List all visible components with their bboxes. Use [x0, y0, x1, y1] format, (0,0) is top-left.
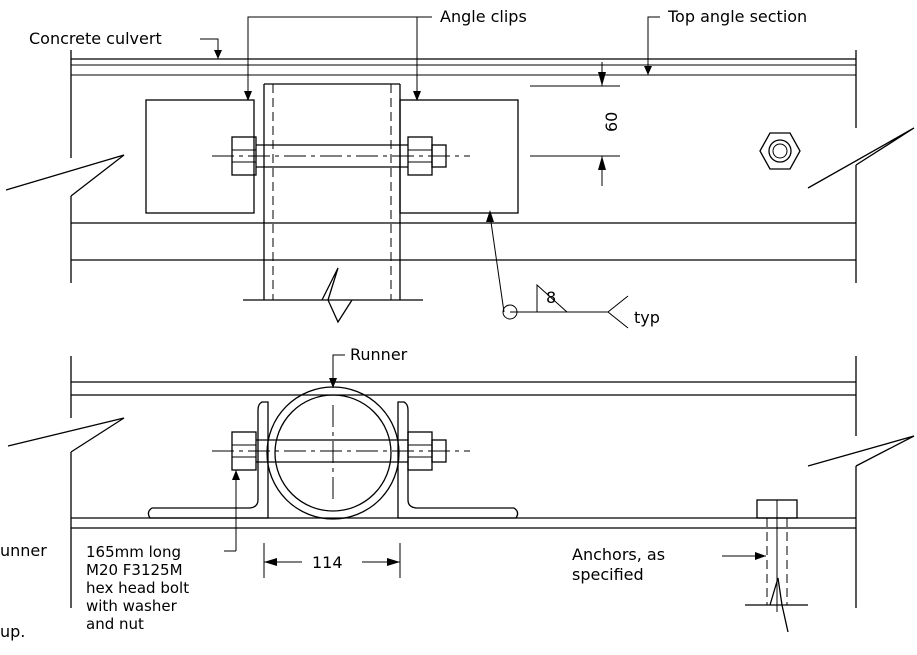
- dim114-arrow-left: [264, 558, 277, 566]
- left-angle-clip-section: [147, 401, 269, 519]
- bolt-note-line-2: M20 F3125M: [86, 561, 183, 579]
- dim-60-label: 60: [602, 112, 621, 132]
- concrete-culvert-leader: [200, 38, 219, 59]
- top-angle-arrow: [644, 66, 652, 75]
- hex-washer: [768, 139, 792, 163]
- dim114-arrow-right: [387, 558, 400, 566]
- section-left-break: [7, 417, 125, 453]
- bolt-note-line-3: hex head bolt: [86, 579, 189, 597]
- angle-clip-arrow-left: [244, 91, 252, 101]
- weld-arrow: [486, 210, 494, 222]
- runner-arrow: [329, 378, 337, 388]
- dim60-arrow-top: [598, 72, 606, 86]
- dim-114-label: 114: [312, 553, 343, 572]
- weld-all-around: [502, 304, 518, 320]
- left-break-line: [5, 154, 125, 197]
- runner-left-label: unner: [0, 541, 47, 560]
- weld-tail: [607, 295, 629, 329]
- top-view: 60 8 typ Concrete culvert Angle clips To…: [5, 7, 915, 329]
- bolt-note-line-1: 165mm long: [86, 543, 181, 561]
- bolt-note-line-4: with washer: [86, 597, 178, 615]
- weld-typ-label: typ: [634, 308, 660, 327]
- anchors-note-line-1: Anchors, as: [572, 545, 665, 564]
- top-angle-section-label: Top angle section: [667, 7, 807, 26]
- left-angle-clip: [145, 99, 255, 214]
- runner-break: [321, 267, 353, 324]
- weld-leader: [489, 214, 505, 313]
- weld-fillet-symbol: [536, 283, 568, 313]
- anchors-note-line-2: specified: [572, 565, 644, 584]
- angle-clip-arrow-right: [413, 91, 421, 101]
- top-angle-leader: [647, 16, 660, 75]
- anchor-arrow: [755, 552, 766, 560]
- up-left-label: up.: [0, 622, 25, 641]
- runner-pipe-inner: [274, 394, 392, 512]
- concrete-culvert-label: Concrete culvert: [29, 29, 162, 48]
- bolt-note-line-5: and nut: [86, 615, 144, 633]
- runner-label: Runner: [350, 345, 408, 364]
- right-angle-clip-section: [397, 401, 519, 519]
- bolt-note-arrow: [232, 470, 240, 480]
- weld-size-label: 8: [546, 288, 556, 307]
- hex-head: [759, 132, 801, 170]
- concrete-culvert-arrow: [214, 50, 222, 59]
- angle-clips-label: Angle clips: [440, 7, 527, 26]
- bottom-view: Runner 114: [7, 345, 915, 633]
- right-break-line: [807, 127, 915, 189]
- anchor-break: [769, 577, 789, 633]
- dim60-arrow-bottom: [598, 156, 606, 170]
- runner-leader: [332, 354, 345, 388]
- hex-bolt: [772, 143, 788, 159]
- angle-clip-leader-left: [247, 16, 432, 100]
- section-right-break: [807, 435, 915, 467]
